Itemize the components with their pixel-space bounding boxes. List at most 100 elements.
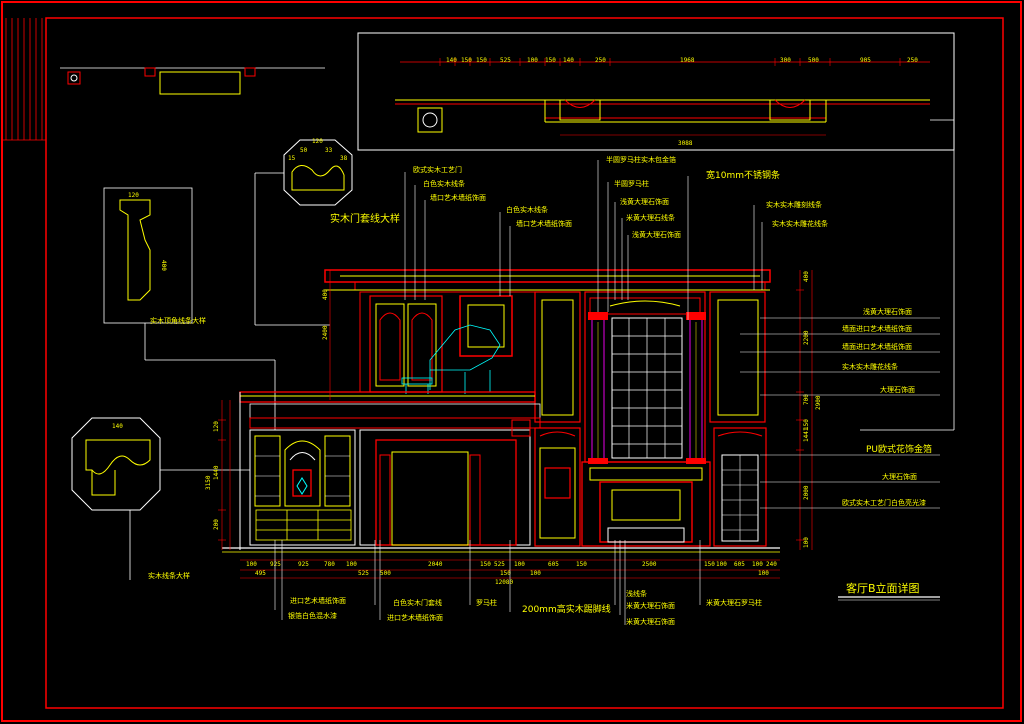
bottom-dim-4: 100	[346, 561, 357, 568]
right-dim-7: 100	[803, 537, 810, 548]
right-callouts: 浅黄大理石饰面 墙面进口艺术墙纸饰面 墙面进口艺术墙纸饰面 实木实木雕花线条 大…	[740, 307, 940, 509]
left-dimension-chain	[218, 270, 331, 550]
top-dim-5: 150	[545, 57, 556, 64]
callout-top-5: 半圆罗马柱实木包金箔	[606, 155, 676, 164]
callout-bottom-3: 进口艺术墙纸饰面	[387, 613, 443, 622]
callout-right-1: 墙面进口艺术墙纸饰面	[842, 324, 912, 333]
callout-right-7: 欧式实木工艺门白色亮光漆	[842, 498, 926, 507]
right-dim-5: 1441	[803, 427, 810, 442]
callout-bottom-5: 200mm高实木踢脚线	[522, 603, 611, 615]
door-detail-dim-33: 33	[325, 147, 333, 154]
top-line-detail-label: 实木顶角线条大样	[150, 316, 206, 325]
bottom-dim-7: 525	[494, 561, 505, 568]
top-dim-12: 250	[907, 57, 918, 64]
callout-bottom-8: 米黄大理石饰面	[626, 617, 675, 626]
left-dim-0: 120	[213, 421, 220, 432]
top-dim-1: 150	[461, 57, 472, 64]
callout-bottom-7: 米黄大理石饰面	[626, 601, 675, 610]
base-line-detail: 140 实木线条大样	[71, 417, 250, 580]
callout-top-4: 墙口艺术墙纸饰面	[516, 219, 572, 228]
top-left-small-plan	[60, 67, 325, 95]
top-line-dim-120: 120	[128, 192, 139, 199]
bottom-dim-11: 2500	[642, 561, 657, 568]
callout-top-10: 宽10mm不锈钢条	[706, 169, 780, 181]
door-detail-dim-15: 15	[288, 155, 296, 162]
bottom-dim-r2-0: 495	[255, 570, 266, 577]
bottom-dim-1: 925	[270, 561, 281, 568]
bottom-dim-0: 100	[246, 561, 257, 568]
callout-right-3: 实木实木雕花线条	[842, 362, 898, 371]
bottom-dim-8: 100	[514, 561, 525, 568]
top-dim-4: 100	[527, 57, 538, 64]
bottom-dim-14: 605	[734, 561, 745, 568]
bottom-dim-5: 2040	[428, 561, 443, 568]
left-title-strip	[2, 18, 46, 141]
bottom-dim-r2-1: 525	[358, 570, 369, 577]
top-dim-11: 905	[860, 57, 871, 64]
top-line-dim-400: 400	[160, 260, 167, 271]
callout-top-7: 浅黄大理石饰面	[620, 197, 669, 206]
top-plan-view: 140 150 150 525 100 150 140 250 1968 300…	[357, 32, 955, 431]
drawing-title: 客厅B立面详图	[846, 581, 920, 595]
top-dim-6: 140	[563, 57, 574, 64]
callout-top-9: 浅黄大理石饰面	[632, 230, 681, 239]
callout-top-6: 半圆罗马柱	[614, 179, 649, 188]
left-dim-4: 400	[322, 289, 329, 300]
right-dim-3: 700	[803, 394, 810, 405]
bottom-dim-15: 100	[752, 561, 763, 568]
callout-bottom-9: 米黄大理石罗马柱	[706, 598, 762, 607]
bottom-dim-13: 100	[716, 561, 727, 568]
top-dim-10: 500	[808, 57, 819, 64]
bottom-dim-r2-2: 500	[380, 570, 391, 577]
top-dim-8: 1968	[680, 57, 695, 64]
bottom-dim-r2-3: 150	[500, 570, 511, 577]
door-cover-detail-label: 实木门套线大样	[330, 212, 400, 225]
callout-top-0: 欧式实木工艺门	[413, 165, 462, 174]
bottom-dim-r2-5: 100	[758, 570, 769, 577]
bottom-dim-total: 12080	[495, 579, 513, 586]
door-detail-dim-38: 38	[340, 155, 348, 162]
callout-top-3: 白色实木线条	[506, 205, 548, 214]
right-dim-0: 400	[803, 271, 810, 282]
top-line-detail: 120 400 实木顶角线条大样	[103, 187, 276, 430]
left-dim-1: 1440	[213, 465, 220, 480]
callout-bottom-0: 进口艺术墙纸饰面	[290, 596, 346, 605]
callout-top-8: 米黄大理石线条	[626, 213, 675, 222]
callout-top-1: 白色实木线条	[423, 179, 465, 188]
callout-bottom-2: 白色实木门套线	[393, 598, 442, 607]
right-dim-6: 150	[803, 419, 810, 430]
top-callouts: 欧式实木工艺门 白色实木线条 墙口艺术墙纸饰面 白色实木线条 墙口艺术墙纸饰面 …	[404, 155, 828, 320]
door-cover-detail: 120 15 38 33 50 实木门套线大样	[254, 138, 400, 326]
bottom-dim-12: 150	[704, 561, 715, 568]
callout-bottom-1: 银箔白色混水漆	[288, 611, 337, 620]
left-dim-2: 3150	[205, 475, 212, 490]
callout-right-6: 大理石饰面	[882, 472, 917, 481]
right-dimension-chain	[796, 270, 813, 550]
top-dim-7: 250	[595, 57, 606, 64]
top-dim-3: 525	[500, 57, 511, 64]
base-line-detail-label: 实木线条大样	[148, 571, 190, 580]
bottom-dim-6: 150	[480, 561, 491, 568]
right-dim-4: 2000	[803, 485, 810, 500]
top-dim-9: 300	[780, 57, 791, 64]
left-dim-5: 200	[213, 519, 220, 530]
left-dim-3: 2400	[322, 325, 329, 340]
bottom-dim-3: 780	[324, 561, 335, 568]
bottom-dim-r2-4: 100	[530, 570, 541, 577]
right-dim-2: 2900	[815, 395, 822, 410]
callout-bottom-4: 罗马柱	[476, 598, 497, 607]
main-elevation	[222, 269, 780, 553]
door-detail-dim-50: 50	[300, 147, 308, 154]
callout-top-2: 墙口艺术墙纸饰面	[430, 193, 486, 202]
bottom-dim-2: 925	[298, 561, 309, 568]
callout-bottom-6: 浅线条	[626, 589, 647, 598]
bottom-callouts: 进口艺术墙纸饰面 银箔白色混水漆 白色实木门套线 进口艺术墙纸饰面 罗马柱 20…	[274, 540, 762, 626]
bottom-dim-10: 150	[576, 561, 587, 568]
top-dim-total: 3088	[678, 140, 693, 147]
callout-top-12: 实木实木雕花线条	[772, 219, 828, 228]
callout-right-5: PU欧式花饰金箔	[866, 443, 932, 455]
base-detail-dim-140: 140	[112, 423, 123, 430]
bottom-dim-16: 240	[766, 561, 777, 568]
door-detail-dim-120: 120	[312, 138, 323, 145]
